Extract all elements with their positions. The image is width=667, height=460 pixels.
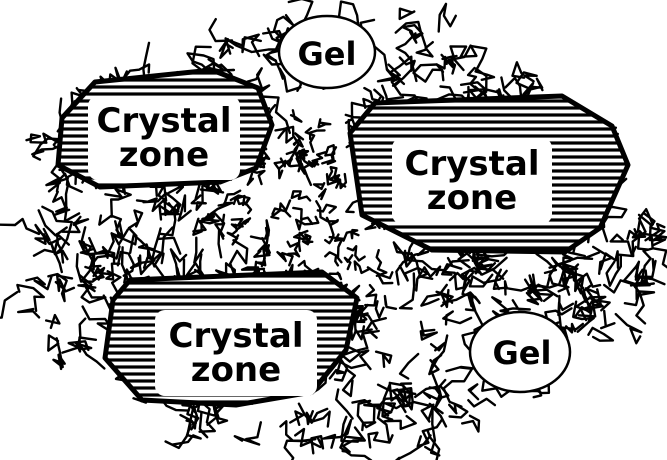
network-strand [616,314,642,343]
gel-label-bottom-right: Gel [482,332,562,374]
network-strand [290,411,303,424]
crystal-zone-label-top-left: Crystal zone [88,96,240,180]
network-strand [344,230,359,241]
network-strand [345,255,352,269]
gel-label-text: Gel [493,337,552,369]
network-strand [400,354,418,379]
network-strand [179,195,191,220]
network-strand [431,343,444,350]
network-strand [385,296,396,309]
network-strand [421,322,437,340]
crystal-zone-line2: zone [427,181,517,215]
network-strand [462,416,479,432]
network-strand [365,285,376,305]
crystal-zone-line1: Crystal [169,319,304,353]
network-strand [601,311,614,328]
network-strand [325,252,338,265]
network-strand [417,36,433,57]
crystal-zone-line2: zone [119,138,209,172]
network-strand [400,9,415,19]
network-strand [287,136,299,154]
network-strand [235,422,261,444]
network-strand [418,419,443,446]
network-strand [314,183,324,189]
network-strand [529,274,551,296]
network-strand [251,171,264,184]
network-strand [275,159,285,179]
network-strand [210,19,233,41]
crystal-zone-line1: Crystal [405,147,540,181]
network-strand [443,312,471,325]
network-strand [248,174,253,185]
network-strand [439,4,456,32]
network-strand [0,291,17,318]
network-strand [55,207,79,221]
network-strand [376,301,384,317]
network-strand [588,328,613,341]
network-strand [292,191,310,200]
crystal-zone-label-bottom: Crystal zone [155,310,317,396]
network-strand [0,219,39,234]
network-strand [469,384,478,399]
network-strand [200,413,207,437]
network-strand [46,315,59,328]
crystal-zone-line2: zone [191,353,281,387]
network-strand [319,119,331,127]
network-strand [377,250,387,276]
crystal-zone-label-right: Crystal zone [392,138,552,224]
network-strand [505,281,528,294]
network-strand [376,352,391,367]
network-strand [319,189,325,199]
gel-label-text: Gel [298,38,357,70]
network-strand [291,110,301,121]
network-strand [17,285,43,311]
network-strand [299,261,312,271]
gel-label-top: Gel [290,34,364,74]
network-strand [468,399,495,407]
network-strand [421,294,441,305]
network-strand [338,239,342,262]
network-strand [537,254,556,273]
crystal-zone-line1: Crystal [97,104,232,138]
network-strand [105,189,130,216]
